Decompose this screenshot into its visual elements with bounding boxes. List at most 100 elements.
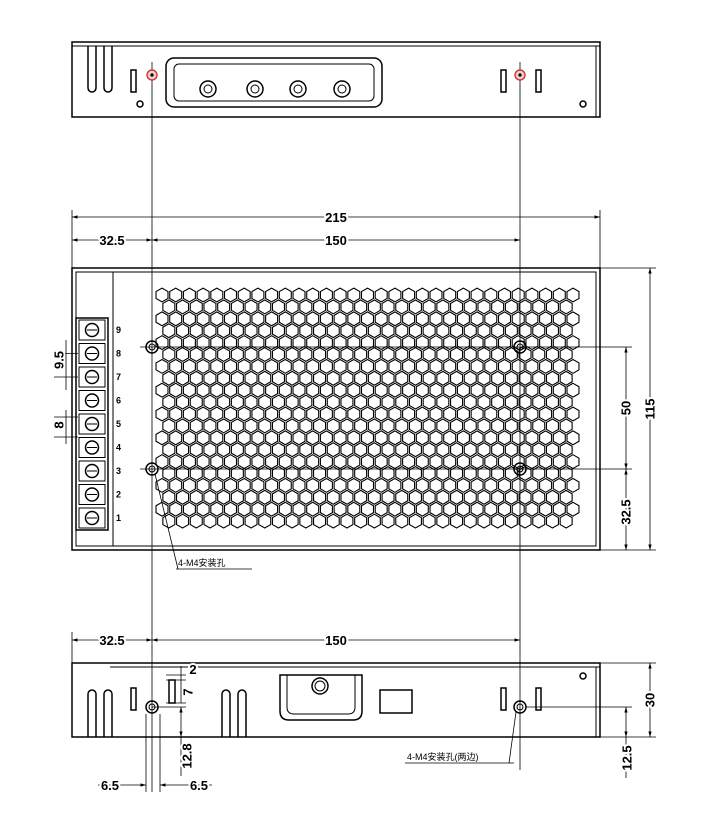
terminal xyxy=(78,413,106,435)
vent-hole xyxy=(395,442,409,458)
vent-hole xyxy=(340,442,354,458)
vent-hole xyxy=(395,299,409,315)
vent-hole xyxy=(278,311,292,327)
vent-hole xyxy=(415,358,429,374)
vent-hole xyxy=(182,430,196,446)
vent-hole xyxy=(422,442,436,458)
vent-hole xyxy=(217,394,231,410)
vent-hole xyxy=(408,299,422,315)
vent-hole xyxy=(456,406,470,422)
vent-hole xyxy=(230,394,244,410)
vent-hole xyxy=(278,382,292,398)
vent-hole xyxy=(381,323,395,339)
vent-hole xyxy=(402,501,416,517)
vent-hole xyxy=(319,287,333,303)
terminal xyxy=(78,343,106,364)
vent-hole xyxy=(155,477,169,493)
vent-hole xyxy=(265,358,279,374)
vent-hole xyxy=(559,465,573,482)
small-hole xyxy=(579,100,587,108)
vent-hole xyxy=(182,287,196,303)
vent-hole xyxy=(340,346,354,363)
vent-hole xyxy=(306,382,320,398)
vent-hole xyxy=(518,513,532,529)
vent-hole xyxy=(292,382,306,398)
vent-hole xyxy=(189,394,203,410)
vent-hole xyxy=(456,335,470,351)
vent-hole xyxy=(374,311,388,327)
vent-hole xyxy=(491,323,505,339)
vent-hole xyxy=(155,430,169,446)
vent-hole xyxy=(415,477,429,493)
vent-hole xyxy=(450,323,464,339)
terminal-screw xyxy=(84,416,100,432)
vent-hole xyxy=(511,454,525,470)
vent-hole xyxy=(271,299,285,315)
vent-hole xyxy=(436,465,450,482)
dim-hole-vertical: 50 xyxy=(619,401,634,415)
vent-hole xyxy=(436,513,450,529)
side-dimensions-top: 32.5 150 xyxy=(71,631,520,663)
terminal-block-frame xyxy=(75,317,109,531)
vent-hole xyxy=(265,382,279,398)
vent-hole xyxy=(347,406,361,422)
vent-hole xyxy=(539,406,553,422)
vent-hole xyxy=(278,406,292,422)
vent-hole xyxy=(230,513,244,529)
vent-hole xyxy=(525,358,539,374)
vent-hole xyxy=(408,370,422,386)
vent-hole xyxy=(415,501,429,517)
vent-hole xyxy=(532,323,546,339)
terminal-screw xyxy=(337,84,347,94)
vent-hole xyxy=(354,346,368,363)
vent-hole xyxy=(388,454,402,470)
vent-hole xyxy=(299,323,313,339)
vent-hole xyxy=(223,287,238,303)
vent-hole xyxy=(340,299,354,315)
vent-hole xyxy=(285,513,299,529)
vent-hole xyxy=(333,358,347,374)
vent-hole xyxy=(176,513,190,529)
vent-hole xyxy=(237,287,251,303)
dim-slot-gap: 2 xyxy=(189,662,196,677)
vent-hole xyxy=(532,465,546,482)
vent-hole xyxy=(223,430,238,446)
vent-hole xyxy=(182,454,196,470)
vent-hole xyxy=(552,358,566,374)
vent-hole xyxy=(470,335,484,351)
vent-hole xyxy=(251,430,265,446)
vent-hole xyxy=(237,358,251,374)
vent-hole xyxy=(155,335,169,351)
vent-hole xyxy=(347,287,361,303)
vent-hole xyxy=(422,394,436,410)
vent-hole xyxy=(381,394,395,410)
vent-hole xyxy=(545,465,559,482)
terminal-screw xyxy=(84,463,100,479)
vent-hole xyxy=(244,394,258,410)
vent-hole xyxy=(203,346,217,363)
vent-hole xyxy=(518,418,532,434)
vent-hole xyxy=(155,311,169,327)
vent-hole xyxy=(450,346,464,363)
vent-hole xyxy=(306,430,320,446)
vent-hole xyxy=(244,418,258,434)
vent-hole xyxy=(436,346,450,363)
vent-hole xyxy=(566,335,580,351)
mount-hole xyxy=(145,340,159,354)
vent-hole xyxy=(299,489,313,505)
vent-hole xyxy=(374,335,388,351)
vent-hole xyxy=(463,442,477,458)
vent-hole xyxy=(374,430,388,446)
vent-hole xyxy=(278,287,292,303)
vent-hole xyxy=(237,501,251,517)
vent-hole xyxy=(367,323,381,339)
vent-hole xyxy=(518,346,532,363)
vent-hole xyxy=(354,465,368,482)
vent-hole xyxy=(566,406,580,422)
vent-hole xyxy=(306,335,320,351)
vent-slot xyxy=(87,46,97,93)
vent-hole xyxy=(436,489,450,505)
vent-hole xyxy=(258,513,272,529)
vent-hole xyxy=(429,335,443,351)
vent-hole xyxy=(552,430,566,446)
